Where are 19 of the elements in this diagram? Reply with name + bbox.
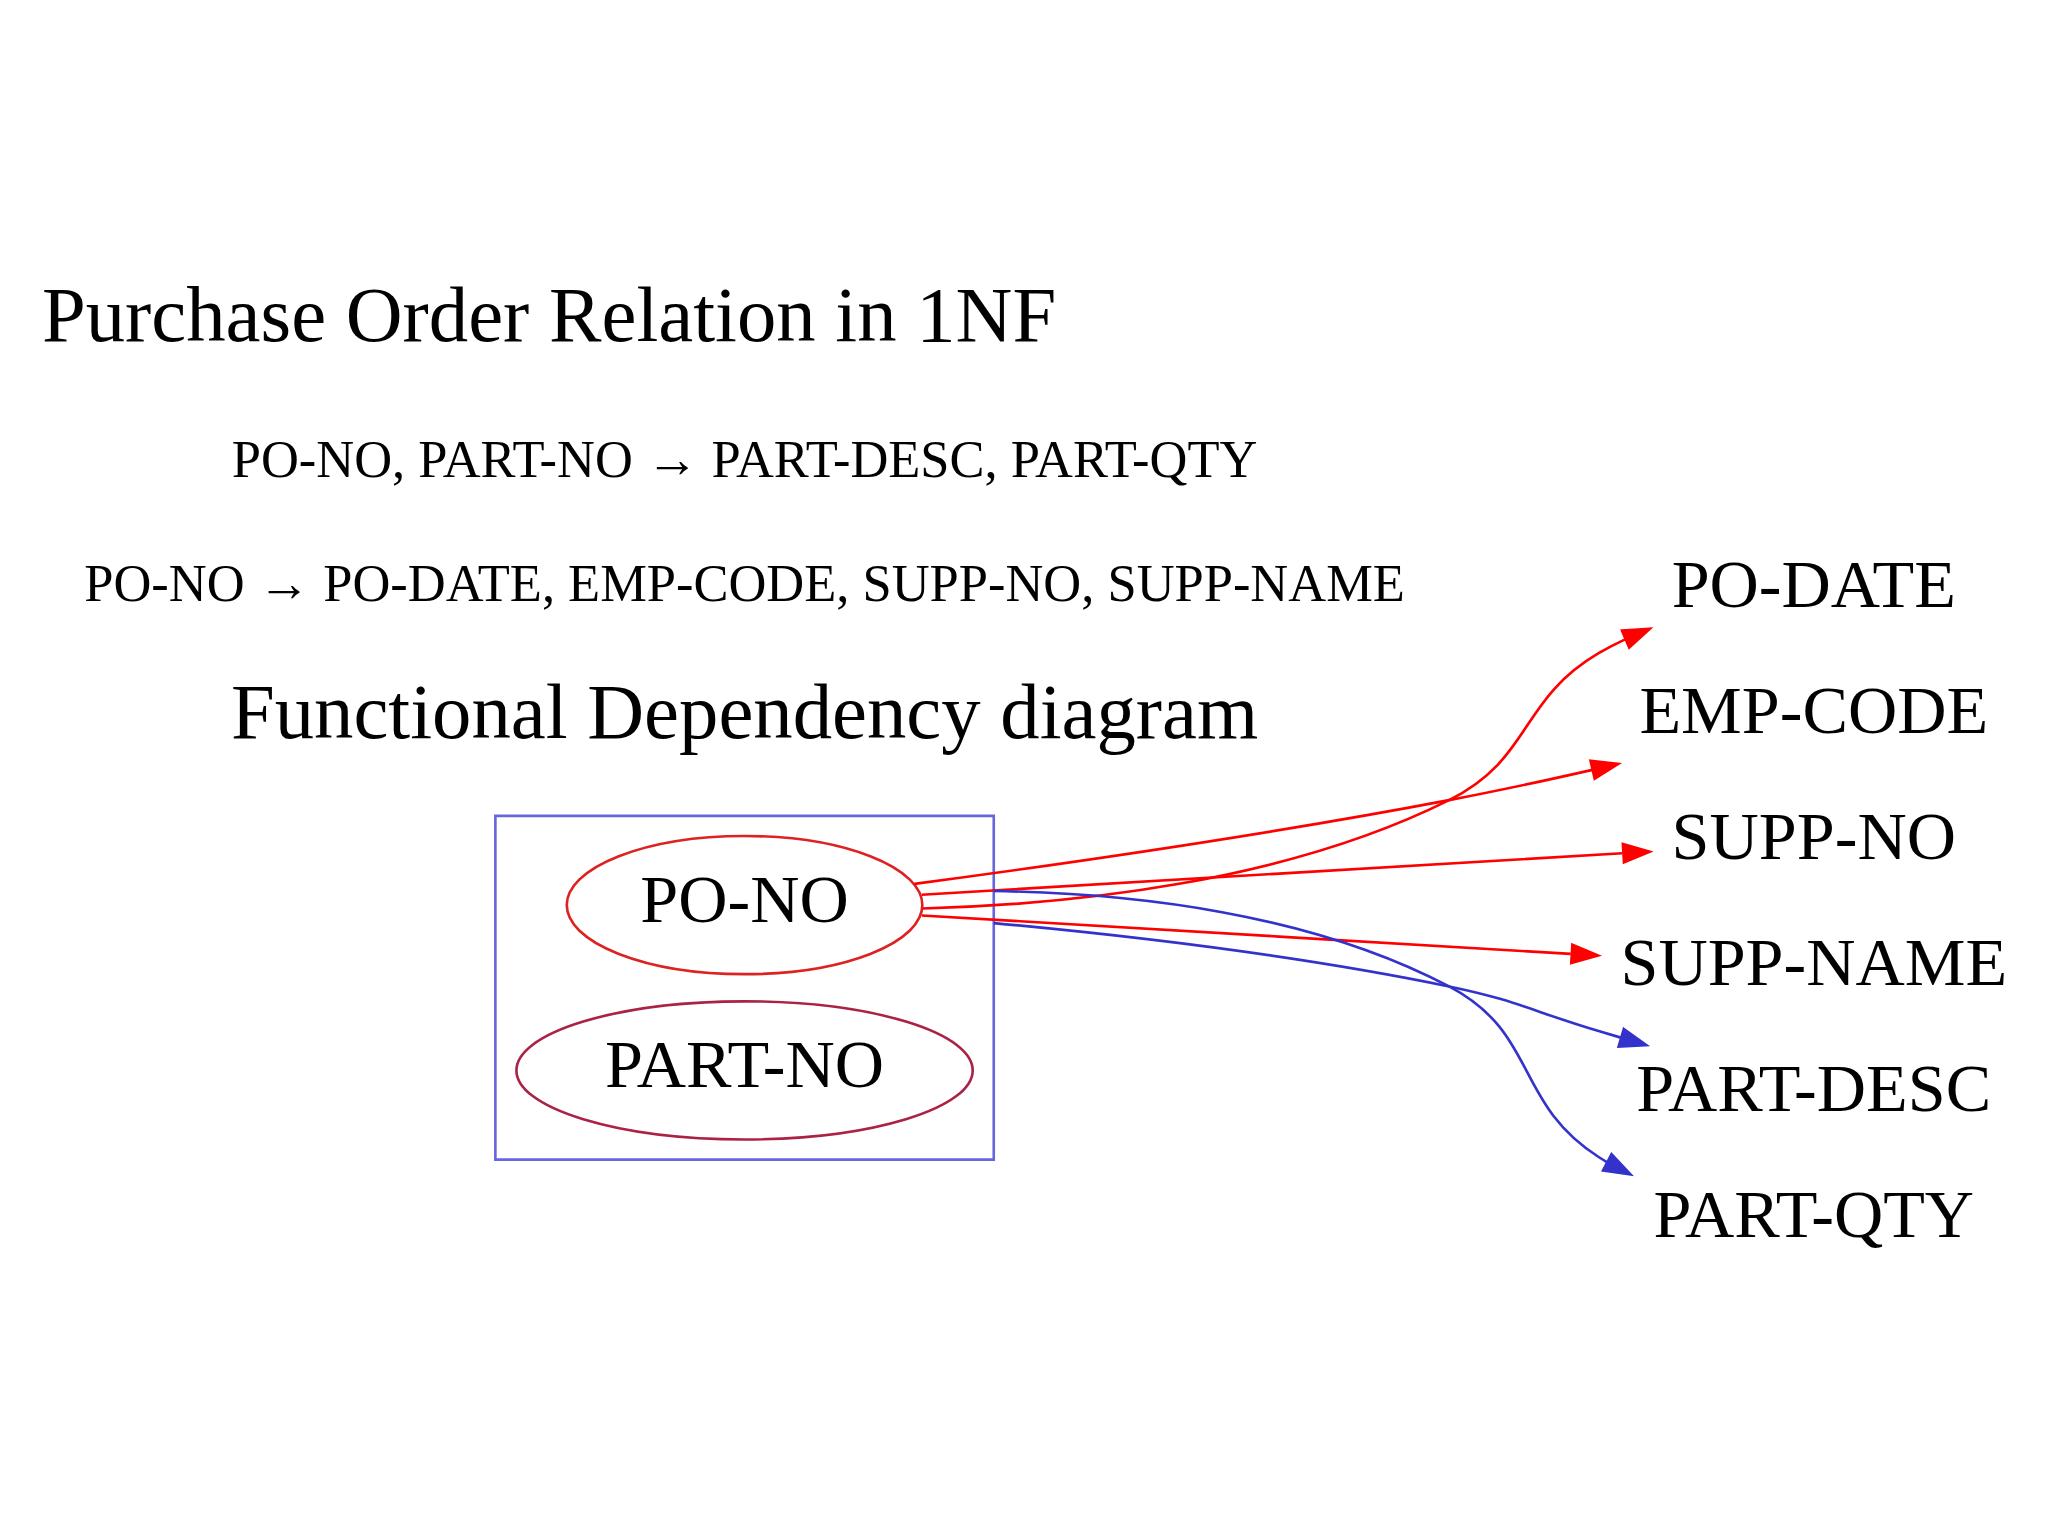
label: PO-NO → PO-DATE, EMP-CODE, SUPP-NO, SUPP-NAME: [84, 553, 1405, 612]
arrow: [921, 842, 1654, 897]
arrow: [921, 914, 1602, 965]
node-text: SUPP-NAME: [1620, 923, 2008, 1000]
node-text: PART-QTY: [1653, 1175, 1975, 1252]
node-text: EMP-CODE: [1639, 671, 1989, 748]
diagram-title: Purchase Order Relation in 1NF: [41, 270, 1057, 358]
arrow: [914, 759, 1623, 886]
node-text: SUPP-NO: [1671, 797, 1956, 874]
node-text: PART-DESC: [1636, 1049, 1992, 1126]
cluster: [494, 814, 996, 1161]
arrow: [922, 627, 1654, 910]
node-ellipse: PART-NO: [515, 1000, 974, 1141]
arrow: [993, 921, 1651, 1048]
node-ellipse: PO-NO: [565, 834, 924, 976]
label: Functional Dependency diagram: [230, 668, 1259, 756]
node-text: PO-DATE: [1671, 545, 1956, 622]
label: PO-NO, PART-NO → PART-DESC, PART-QTY: [231, 430, 1258, 489]
arrow: [993, 889, 1635, 1177]
